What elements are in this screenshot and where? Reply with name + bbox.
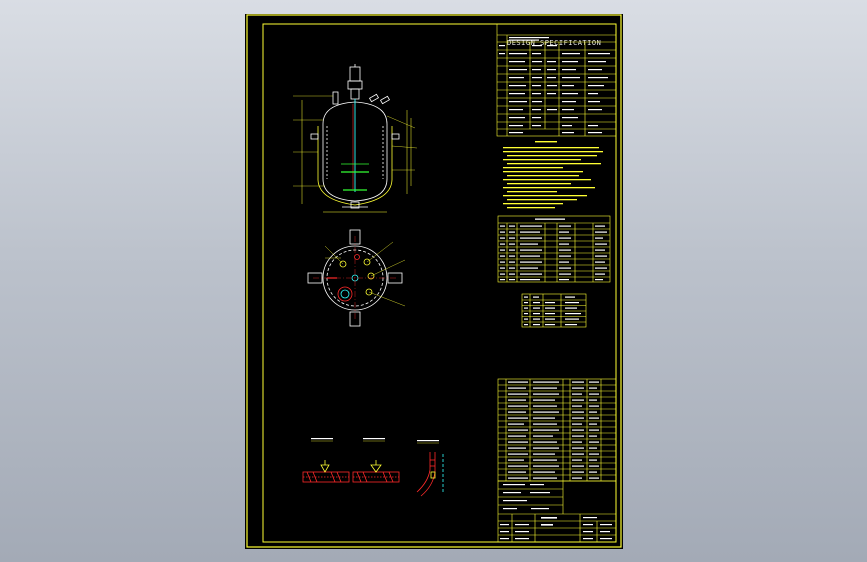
small-table — [521, 293, 587, 328]
design-spec-header: DESIGN SPECIFICATION — [507, 39, 602, 47]
nozzle-table — [497, 215, 611, 283]
spec-table-marks — [499, 37, 610, 134]
weld-detail-2 — [352, 438, 400, 483]
weld-detail-1 — [302, 438, 350, 483]
outer-frame — [246, 14, 622, 548]
drawing-sheet: DESIGN SPECIFICATION — [245, 14, 623, 549]
nozzle-table-marks — [500, 218, 607, 281]
reactor-elevation-view — [293, 64, 418, 213]
technical-requirements — [503, 141, 603, 209]
parts-list-marks — [508, 381, 599, 479]
title-block-marks — [500, 484, 612, 540]
title-block — [497, 480, 617, 543]
parts-list — [497, 378, 617, 482]
jacket-detail — [416, 440, 444, 497]
spec-table — [496, 23, 617, 137]
small-table-marks — [524, 296, 581, 326]
reactor-plan-view — [307, 229, 406, 327]
inner-frame — [262, 23, 617, 543]
cad-drawing — [246, 14, 622, 548]
